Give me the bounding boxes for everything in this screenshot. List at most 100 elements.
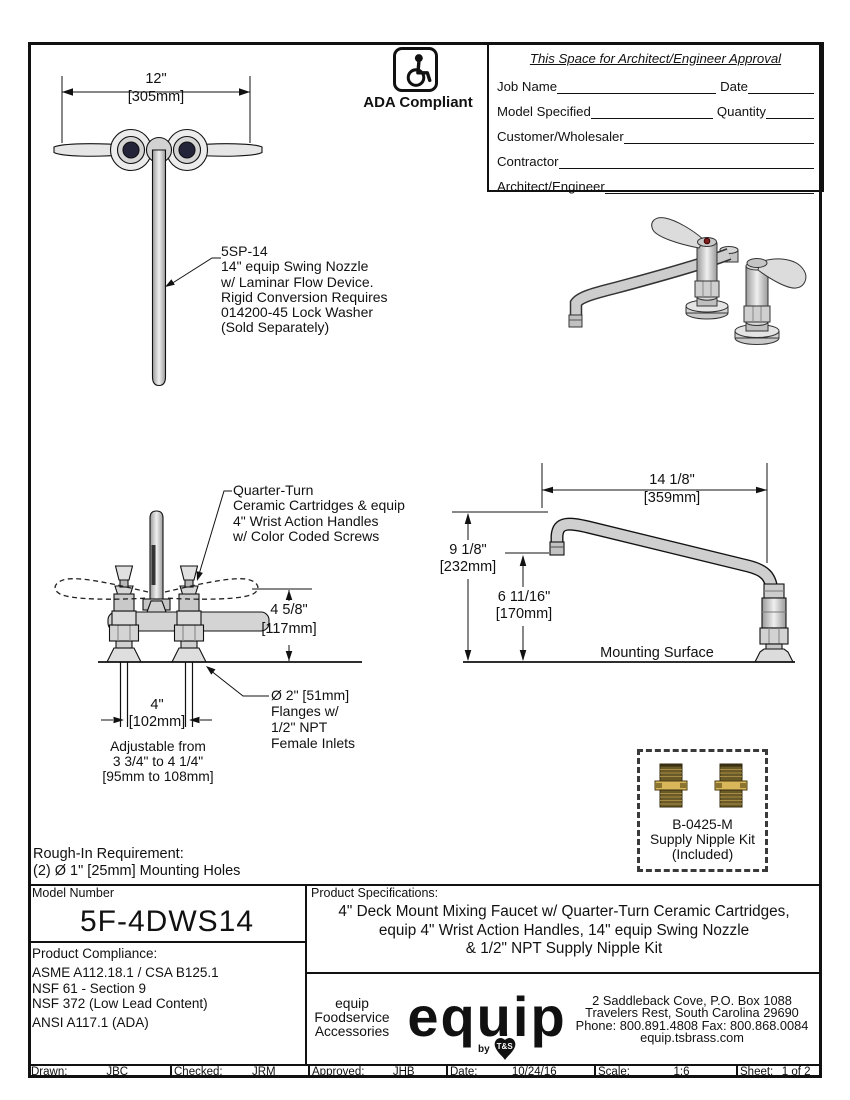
contractor-field[interactable] xyxy=(558,153,814,169)
rev-value: 10/24/16 xyxy=(511,1066,557,1078)
field-label: Quantity xyxy=(716,104,766,119)
field-label: Model Specified xyxy=(497,104,591,119)
nipple-kit-label: B-0425-M Supply Nipple Kit (Included) xyxy=(637,817,768,862)
revision-divider xyxy=(594,1064,596,1078)
by-label: by xyxy=(478,1043,490,1055)
callout-line: 1/2" NPT xyxy=(271,719,328,735)
approval-row-model: Model Specified Quantity xyxy=(497,99,814,119)
dim-clearance-in: 6 11/16" xyxy=(497,589,551,605)
callout-line: Female Inlets xyxy=(271,735,356,751)
architect-field[interactable] xyxy=(604,178,814,194)
compliance-item: NSF 61 - Section 9 xyxy=(32,980,147,996)
dim-height-mm: [232mm] xyxy=(439,559,497,575)
adjustable-note: Adjustable from 3 3/4" to 4 1/4" [95mm t… xyxy=(85,739,231,784)
rev-cell-drawn: Drawn: JBC xyxy=(31,1066,167,1078)
tagline-line: Foodservice xyxy=(314,1010,390,1026)
approval-row-job-name: Job Name Date xyxy=(497,74,814,94)
approval-row-customer: Customer/Wholesaler xyxy=(497,124,814,144)
side-view-drawing xyxy=(452,463,795,663)
note-line: (2) Ø 1" [25mm] Mounting Holes xyxy=(33,862,241,879)
job-name-field[interactable] xyxy=(557,78,717,94)
compliance-header: Product Compliance: xyxy=(32,946,158,961)
dim-clearance-mm: [170mm] xyxy=(495,606,553,622)
compliance-item: NSF 372 (Low Lead Content) xyxy=(32,996,208,1012)
callout-line: w/ Color Coded Screws xyxy=(233,527,380,544)
rev-cell-date: Date: 10/24/16 xyxy=(450,1066,591,1078)
dim-centers-mm: [102mm] xyxy=(128,714,186,730)
handle-callout: Quarter-Turn Ceramic Cartridges & equip … xyxy=(233,482,418,544)
address-line: 2 Saddleback Cove, P.O. Box 1088 xyxy=(592,993,792,1008)
address-line: equip.tsbrass.com xyxy=(640,1029,744,1045)
approval-row-architect: Architect/Engineer xyxy=(497,174,814,194)
model-specified-field[interactable] xyxy=(590,103,713,119)
date-field[interactable] xyxy=(748,78,814,94)
ada-symbol-box xyxy=(393,47,438,92)
callout-line: Ceramic Cartridges & equip xyxy=(233,497,405,514)
field-label: Customer/Wholesaler xyxy=(497,129,624,144)
company-address: 2 Saddleback Cove, P.O. Box 1088 Travele… xyxy=(566,993,818,1045)
kit-line: Supply Nipple Kit xyxy=(649,832,756,847)
titleblock-divider xyxy=(28,941,307,943)
mounting-surface-label: Mounting Surface xyxy=(600,645,714,661)
note-line: Rough-In Requirement: xyxy=(33,846,184,862)
spec-line: equip 4" Wrist Action Handles, 14" equip… xyxy=(378,921,750,939)
titleblock-divider xyxy=(28,884,822,886)
customer-field[interactable] xyxy=(623,128,814,144)
approval-row-contractor: Contractor xyxy=(497,149,814,169)
titleblock-divider xyxy=(305,884,307,1066)
dim-deck-height-mm: [117mm] xyxy=(261,621,317,637)
titleblock-divider xyxy=(305,972,822,974)
dim-top-width-in: 12" xyxy=(145,71,167,87)
callout-line: Rigid Conversion Requires xyxy=(221,288,388,305)
rev-label: Drawn: xyxy=(31,1066,68,1078)
field-label: Date xyxy=(720,79,748,94)
address-line: Phone: 800.891.4808 Fax: 800.868.0084 xyxy=(575,1017,809,1033)
field-label: Architect/Engineer xyxy=(497,179,605,194)
callout-line: 014200-45 Lock Washer xyxy=(221,304,374,321)
iso-view-drawing xyxy=(568,217,807,345)
note-line: [95mm to 108mm] xyxy=(102,768,214,784)
callout-line: 14" equip Swing Nozzle xyxy=(221,258,369,275)
top-view-drawing xyxy=(53,76,263,387)
rev-cell-approved: Approved: JHB xyxy=(312,1066,443,1078)
callout-line: 5SP-14 xyxy=(221,243,268,259)
tagline-line: equip xyxy=(335,996,369,1011)
callout-line: w/ Laminar Flow Device. xyxy=(221,273,374,290)
revision-divider xyxy=(170,1064,172,1078)
revision-divider xyxy=(736,1064,738,1078)
ada-label: ADA Compliant xyxy=(363,94,473,111)
compliance-item: ANSI A117.1 (ADA) xyxy=(32,1014,149,1030)
rev-cell-checked: Checked: JRM xyxy=(174,1066,305,1078)
rev-cell-sheet: Sheet: 1 of 2 xyxy=(740,1066,819,1078)
kit-line: (Included) xyxy=(671,847,734,862)
rev-label: Approved: xyxy=(312,1066,365,1078)
titleblock-divider xyxy=(28,1064,822,1066)
field-label: Contractor xyxy=(497,154,559,169)
callout-line: Quarter-Turn xyxy=(233,482,314,498)
rev-label: Scale: xyxy=(598,1066,630,1078)
note-line: 3 3/4" to 4 1/4" xyxy=(112,753,204,769)
wheelchair-icon xyxy=(406,53,431,87)
field-label: Job Name xyxy=(497,79,558,94)
dim-height-in: 9 1/8" xyxy=(449,542,487,558)
rev-value: JBC xyxy=(106,1066,129,1078)
dim-top-width-mm: [305mm] xyxy=(127,89,185,105)
kit-line: B-0425-M xyxy=(672,817,733,832)
tagline-line: Accessories xyxy=(314,1024,390,1040)
compliance-list: ASME A112.18.1 / CSA B125.1 NSF 61 - Sec… xyxy=(32,965,219,1030)
callout-line: Flanges w/ xyxy=(271,703,339,719)
specs-header: Product Specifications: xyxy=(311,886,439,900)
rev-label: Sheet: xyxy=(740,1066,774,1078)
callout-line: 4" Wrist Action Handles xyxy=(233,512,379,529)
ts-shield-text: T&S xyxy=(496,1042,513,1051)
rev-value: 1 of 2 xyxy=(781,1066,811,1078)
quantity-field[interactable] xyxy=(766,103,814,119)
rev-label: Checked: xyxy=(174,1066,223,1078)
rev-value: 1:6 xyxy=(673,1066,690,1078)
ts-shield-icon: T&S xyxy=(492,1037,518,1061)
product-specifications: 4" Deck Mount Mixing Faucet w/ Quarter-T… xyxy=(306,903,822,959)
revision-divider xyxy=(308,1064,310,1078)
nozzle-callout: 5SP-14 14" equip Swing Nozzle w/ Laminar… xyxy=(221,243,406,336)
model-number-header: Model Number xyxy=(32,886,114,900)
rough-in-note: Rough-In Requirement: (2) Ø 1" [25mm] Mo… xyxy=(33,846,293,879)
